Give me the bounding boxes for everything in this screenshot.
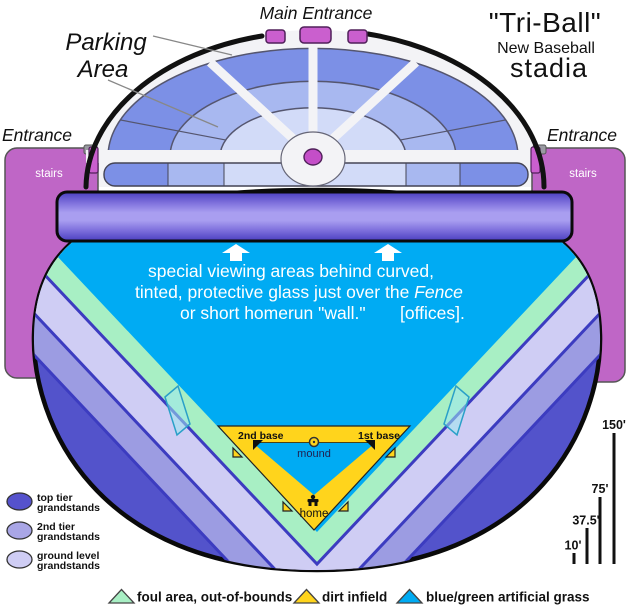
scale-bar-150 [612, 433, 616, 564]
viewing-note-line3-offices: [offices]. [400, 303, 465, 323]
viewing-note-line2: tinted, protective glass just over the F… [135, 282, 463, 302]
strip-seg-left-mid [168, 163, 224, 186]
home-label: home [300, 508, 329, 520]
title-line1: "Tri-Ball" [489, 7, 602, 38]
fan-aisle-left [210, 62, 298, 143]
parking-area-label-line2: Area [76, 56, 129, 83]
fan-sector-divider-right [400, 120, 506, 140]
legend-top-tier-line2: grandstands [37, 502, 100, 514]
height-scale: 150' 75' 37.5' 10' [565, 418, 626, 564]
second-base-label: 2nd base [238, 430, 284, 442]
dugout-left [164, 384, 191, 437]
catcher-icon [307, 494, 319, 506]
stairs-right-label: stairs [569, 168, 597, 180]
viewing-note-line1: special viewing areas behind curved, [148, 261, 434, 281]
on-deck-triangle-left [232, 446, 244, 458]
fan-hub-dot [303, 148, 323, 166]
gate-right [347, 29, 368, 44]
legend-2nd-tier-line2: grandstands [37, 531, 100, 543]
legend-swatch-ground-level [6, 550, 33, 569]
strip-seg-right-dark [460, 163, 528, 186]
mound-marker-dot [312, 440, 316, 444]
on-deck-triangle-lower-right [337, 500, 349, 512]
fan-aisle-right [328, 62, 416, 143]
entrance-right-label: Entrance [547, 125, 617, 145]
viewing-glass-bar [55, 190, 574, 243]
viewing-note-line3: or short homerun "wall." [offices]. [180, 303, 465, 323]
title-line2: New Baseball [497, 40, 595, 57]
strip-seg-left-dark [104, 163, 168, 186]
grandstand-legend: top tier grandstands 2nd tier grandstand… [6, 492, 100, 572]
outer-wall-arc-left [83, 33, 265, 190]
legend-grass-label: blue/green artificial grass [426, 590, 590, 605]
title-line3: stadia [510, 53, 588, 83]
up-arrow-left [222, 244, 250, 261]
parking-leader-line-lower [107, 79, 219, 128]
entrance-left-label: Entrance [2, 125, 72, 145]
parking-leader-line-upper [152, 35, 233, 56]
legend-swatch-2nd-tier [6, 521, 33, 540]
up-arrow-right [374, 244, 402, 261]
second-base-marker [253, 440, 263, 450]
legend-triangle-grass [395, 588, 424, 604]
seat-strip [103, 162, 529, 187]
outer-wall-arc-right [365, 31, 547, 190]
viewing-note-line2-italic: Fence [414, 282, 463, 302]
viewing-note-line2-regular: tinted, protective glass just over the [135, 282, 414, 302]
scale-label-75: 75' [592, 482, 609, 496]
dugout-right [443, 384, 470, 437]
legend-ground-level-line2: grandstands [37, 560, 100, 572]
legend-foul-label: foul area, out-of-bounds [137, 590, 292, 605]
first-base-label: 1st base [358, 430, 400, 442]
legend-top-tier-line1: top tier [37, 492, 73, 504]
surface-legend: foul area, out-of-bounds dirt infield bl… [107, 588, 590, 605]
scale-label-37-5: 37.5' [572, 514, 599, 528]
parking-area-label-line1: Parking [65, 29, 147, 56]
legend-swatch-top-tier [6, 492, 33, 511]
strip-seg-right-mid [406, 163, 460, 186]
mound-label: mound [297, 448, 331, 460]
scale-bar-75 [598, 497, 602, 564]
legend-triangle-foul [107, 588, 136, 604]
on-deck-triangle-lower-left [282, 500, 294, 512]
grandstand-fan [108, 47, 518, 157]
scale-bar-37-5 [585, 528, 589, 564]
gate-center [299, 26, 332, 44]
legend-ground-level-line1: ground level [37, 550, 100, 562]
viewing-note-line3-wall: or short homerun "wall." [180, 303, 366, 323]
fan-sector-divider-left [120, 120, 226, 140]
turf-field [41, 239, 593, 532]
gate-left [265, 29, 286, 44]
scale-label-10: 10' [565, 539, 582, 553]
main-entrance-label: Main Entrance [260, 3, 373, 23]
scale-bar-10 [572, 553, 576, 564]
infield-grass [253, 443, 375, 495]
stairs-left-label: stairs [35, 168, 63, 180]
on-deck-triangle-right [384, 446, 396, 458]
legend-triangle-dirt [292, 588, 321, 604]
legend-2nd-tier-line1: 2nd tier [37, 521, 75, 533]
first-base-marker [365, 440, 375, 450]
legend-dirt-label: dirt infield [322, 590, 387, 605]
scale-label-150: 150' [602, 418, 626, 432]
